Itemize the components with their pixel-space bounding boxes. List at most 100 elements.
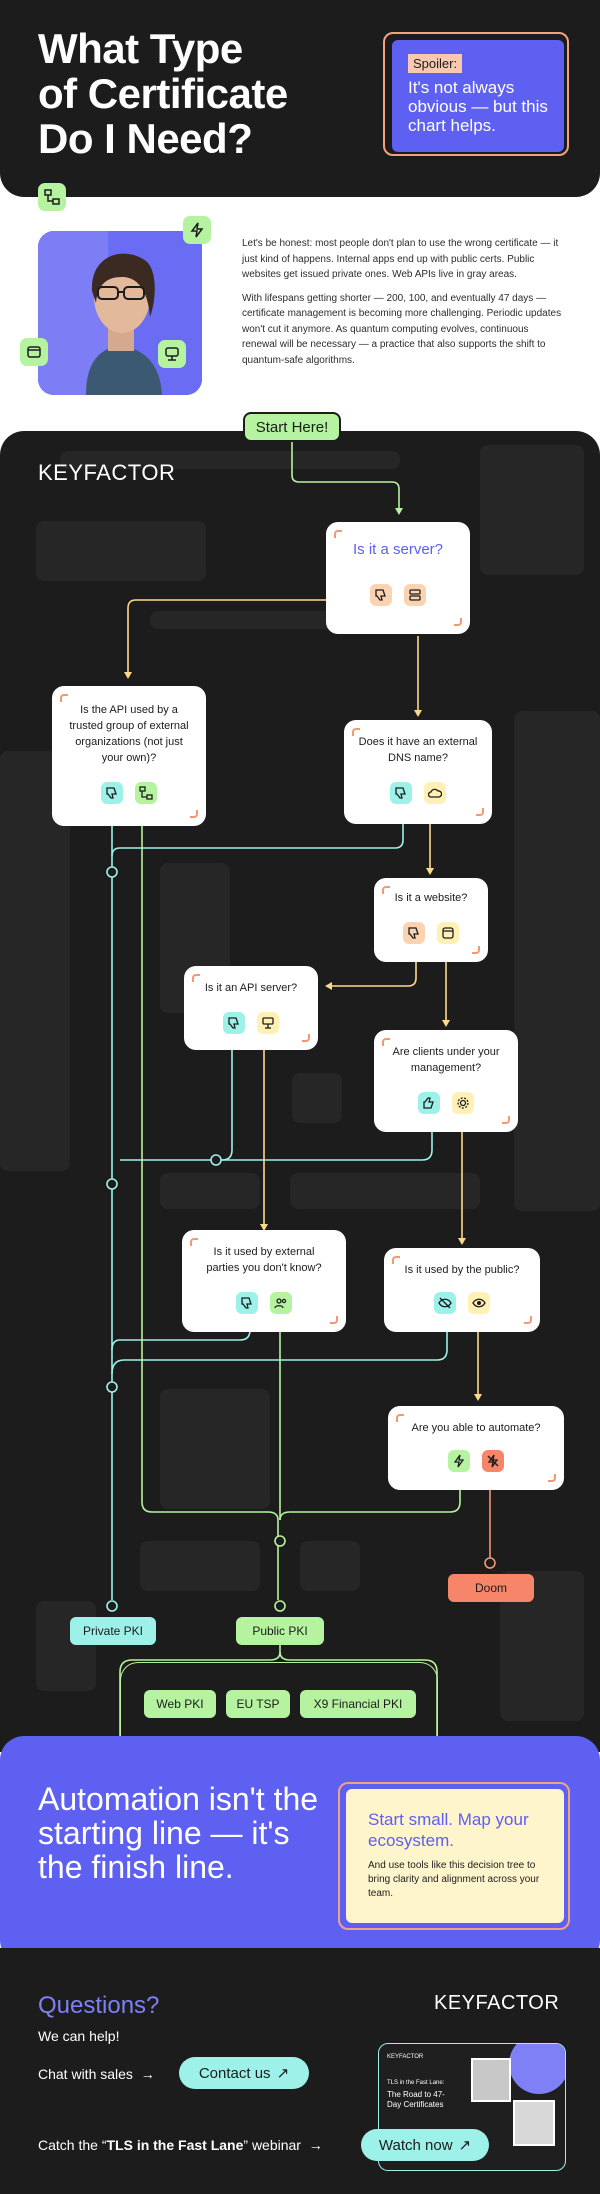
title-line: of Certificate xyxy=(38,70,288,117)
title-line: Do I Need? xyxy=(38,115,253,162)
node-external-dns: Does it have an external DNS name? xyxy=(344,720,492,824)
questions-heading: Questions? xyxy=(38,1992,160,2019)
spoiler-text: It's not always obvious — but this chart… xyxy=(408,78,548,135)
speaker-avatar xyxy=(513,2100,555,2146)
thumbs-up-icon[interactable] xyxy=(418,1092,440,1114)
node-question: Is it a server? xyxy=(352,541,444,558)
node-question: Is it used by the public? xyxy=(404,1264,520,1276)
lightning-icon xyxy=(183,216,211,244)
ghost-block xyxy=(290,1173,480,1209)
network-icon xyxy=(38,183,66,211)
thumb-logo: KEYFACTOR xyxy=(387,2054,424,2060)
thumbs-down-icon[interactable] xyxy=(236,1292,258,1314)
help-text: We can help! xyxy=(38,2028,120,2044)
web-pki-option[interactable]: Web PKI xyxy=(144,1690,216,1718)
connector-server-api xyxy=(127,599,326,674)
ghost-block xyxy=(36,521,206,581)
hero-section: What Type of Certificate Do I Need? Spoi… xyxy=(0,0,600,197)
thumbs-down-icon[interactable] xyxy=(403,922,425,944)
start-here-button[interactable]: Start Here! xyxy=(243,412,341,442)
users-icon[interactable] xyxy=(270,1292,292,1314)
node-external-parties: Is it used by external parties you don't… xyxy=(182,1230,346,1332)
contact-us-button[interactable]: Contact us ↗ xyxy=(179,2057,309,2089)
ghost-block xyxy=(160,1173,260,1209)
chat-label: Chat with sales xyxy=(38,2066,133,2082)
x9-financial-pki-option[interactable]: X9 Financial PKI xyxy=(300,1690,416,1718)
eye-icon[interactable] xyxy=(468,1292,490,1314)
doom-outcome[interactable]: Doom xyxy=(448,1574,534,1602)
node-api-trusted-group: Is the API used by a trusted group of ex… xyxy=(52,686,206,826)
thumb-accent xyxy=(509,2044,565,2094)
connector-dns-private xyxy=(111,790,404,857)
page-title: What Type of Certificate Do I Need? xyxy=(38,26,338,161)
node-question: Is the API used by a trusted group of ex… xyxy=(69,704,189,764)
intro-paragraph: With lifespans getting shorter — 200, 10… xyxy=(242,292,562,366)
server-icon[interactable] xyxy=(404,584,426,606)
thumb-small: TLS in the Fast Lane: xyxy=(387,2080,445,2086)
arrow-up-right-icon: ↗ xyxy=(276,2065,290,2082)
ghost-block xyxy=(480,445,584,575)
decision-tree-panel xyxy=(0,431,600,1752)
keyfactor-logo: KEYFACTOR xyxy=(434,1992,560,2014)
node-api-server: Is it an API server? xyxy=(184,966,318,1050)
thumbs-down-icon[interactable] xyxy=(370,584,392,606)
ghost-block xyxy=(300,1541,360,1591)
arrow-right-icon: → xyxy=(136,2066,155,2082)
watch-now-button[interactable]: Watch now ↗ xyxy=(361,2129,489,2161)
node-clients-managed: Are clients under your management? xyxy=(374,1030,518,1132)
speaker-avatar xyxy=(471,2058,511,2102)
node-question: Is it an API server? xyxy=(204,982,298,994)
ghost-block xyxy=(160,1389,270,1509)
tip-card-text: And use tools like this decision tree to… xyxy=(368,1860,540,1899)
node-is-website: Is it a website? xyxy=(374,878,488,962)
thumbs-down-icon[interactable] xyxy=(390,782,412,804)
connector-public-group-left xyxy=(119,1632,281,1752)
gear-icon[interactable] xyxy=(452,1092,474,1114)
monitor-icon xyxy=(158,340,186,368)
tip-card-outline xyxy=(338,1782,570,1930)
tip-card: Start small. Map your ecosystem. And use… xyxy=(346,1789,564,1923)
connector-public-private xyxy=(111,1304,448,1375)
node-question: Does it have an external DNS name? xyxy=(358,736,478,764)
intro-paragraph: Let's be honest: most people don't plan … xyxy=(242,238,559,280)
tip-card-title: Start small. Map your ecosystem. xyxy=(368,1810,529,1850)
thumbs-down-icon[interactable] xyxy=(101,782,123,804)
contact-label: Contact us xyxy=(198,2064,271,2082)
chat-with-sales-link[interactable]: Chat with sales → xyxy=(38,2066,155,2082)
ghost-block xyxy=(60,451,400,469)
no-lightning-icon[interactable] xyxy=(482,1450,504,1472)
public-pki-outcome[interactable]: Public PKI xyxy=(236,1617,324,1645)
ghost-block xyxy=(36,1601,96,1691)
spoiler-card: Spoiler: It's not always obvious — but t… xyxy=(392,40,564,152)
spoiler-tag: Spoiler: xyxy=(408,54,463,73)
eu-tsp-option[interactable]: EU TSP xyxy=(226,1690,290,1718)
arrow-up-right-icon: ↗ xyxy=(458,2137,472,2154)
node-question: Are clients under your management? xyxy=(392,1046,500,1074)
thumbs-down-icon[interactable] xyxy=(223,1012,245,1034)
thumb-title: The Road to 47-Day Certificates xyxy=(387,2090,445,2109)
connector-public-group-right xyxy=(279,1651,438,1752)
arrow-right-icon: → xyxy=(304,2137,323,2153)
eye-off-icon[interactable] xyxy=(434,1292,456,1314)
webinar-name: TLS in the Fast Lane xyxy=(106,2137,244,2153)
spoiler-outline xyxy=(383,32,569,156)
ghost-block xyxy=(514,711,600,1211)
automation-title: Automation isn't the starting line — it'… xyxy=(38,1781,319,1885)
ghost-block xyxy=(292,1073,342,1123)
node-question: Is it used by external parties you don't… xyxy=(206,1246,322,1274)
connector-automate-public xyxy=(279,1490,461,1521)
browser-icon[interactable] xyxy=(437,922,459,944)
window-icon xyxy=(20,338,48,366)
ghost-block xyxy=(140,1541,260,1591)
private-pki-outcome[interactable]: Private PKI xyxy=(70,1617,156,1645)
public-pki-group xyxy=(120,1662,438,1754)
network-icon[interactable] xyxy=(135,782,157,804)
webinar-callout: Catch the “TLS in the Fast Lane” webinar… xyxy=(38,2137,323,2153)
lightning-icon[interactable] xyxy=(448,1450,470,1472)
node-is-server: Is it a server? xyxy=(326,522,470,634)
connector-apiserver-private xyxy=(216,1048,233,1161)
cloud-icon[interactable] xyxy=(424,782,446,804)
api-monitor-icon[interactable] xyxy=(257,1012,279,1034)
